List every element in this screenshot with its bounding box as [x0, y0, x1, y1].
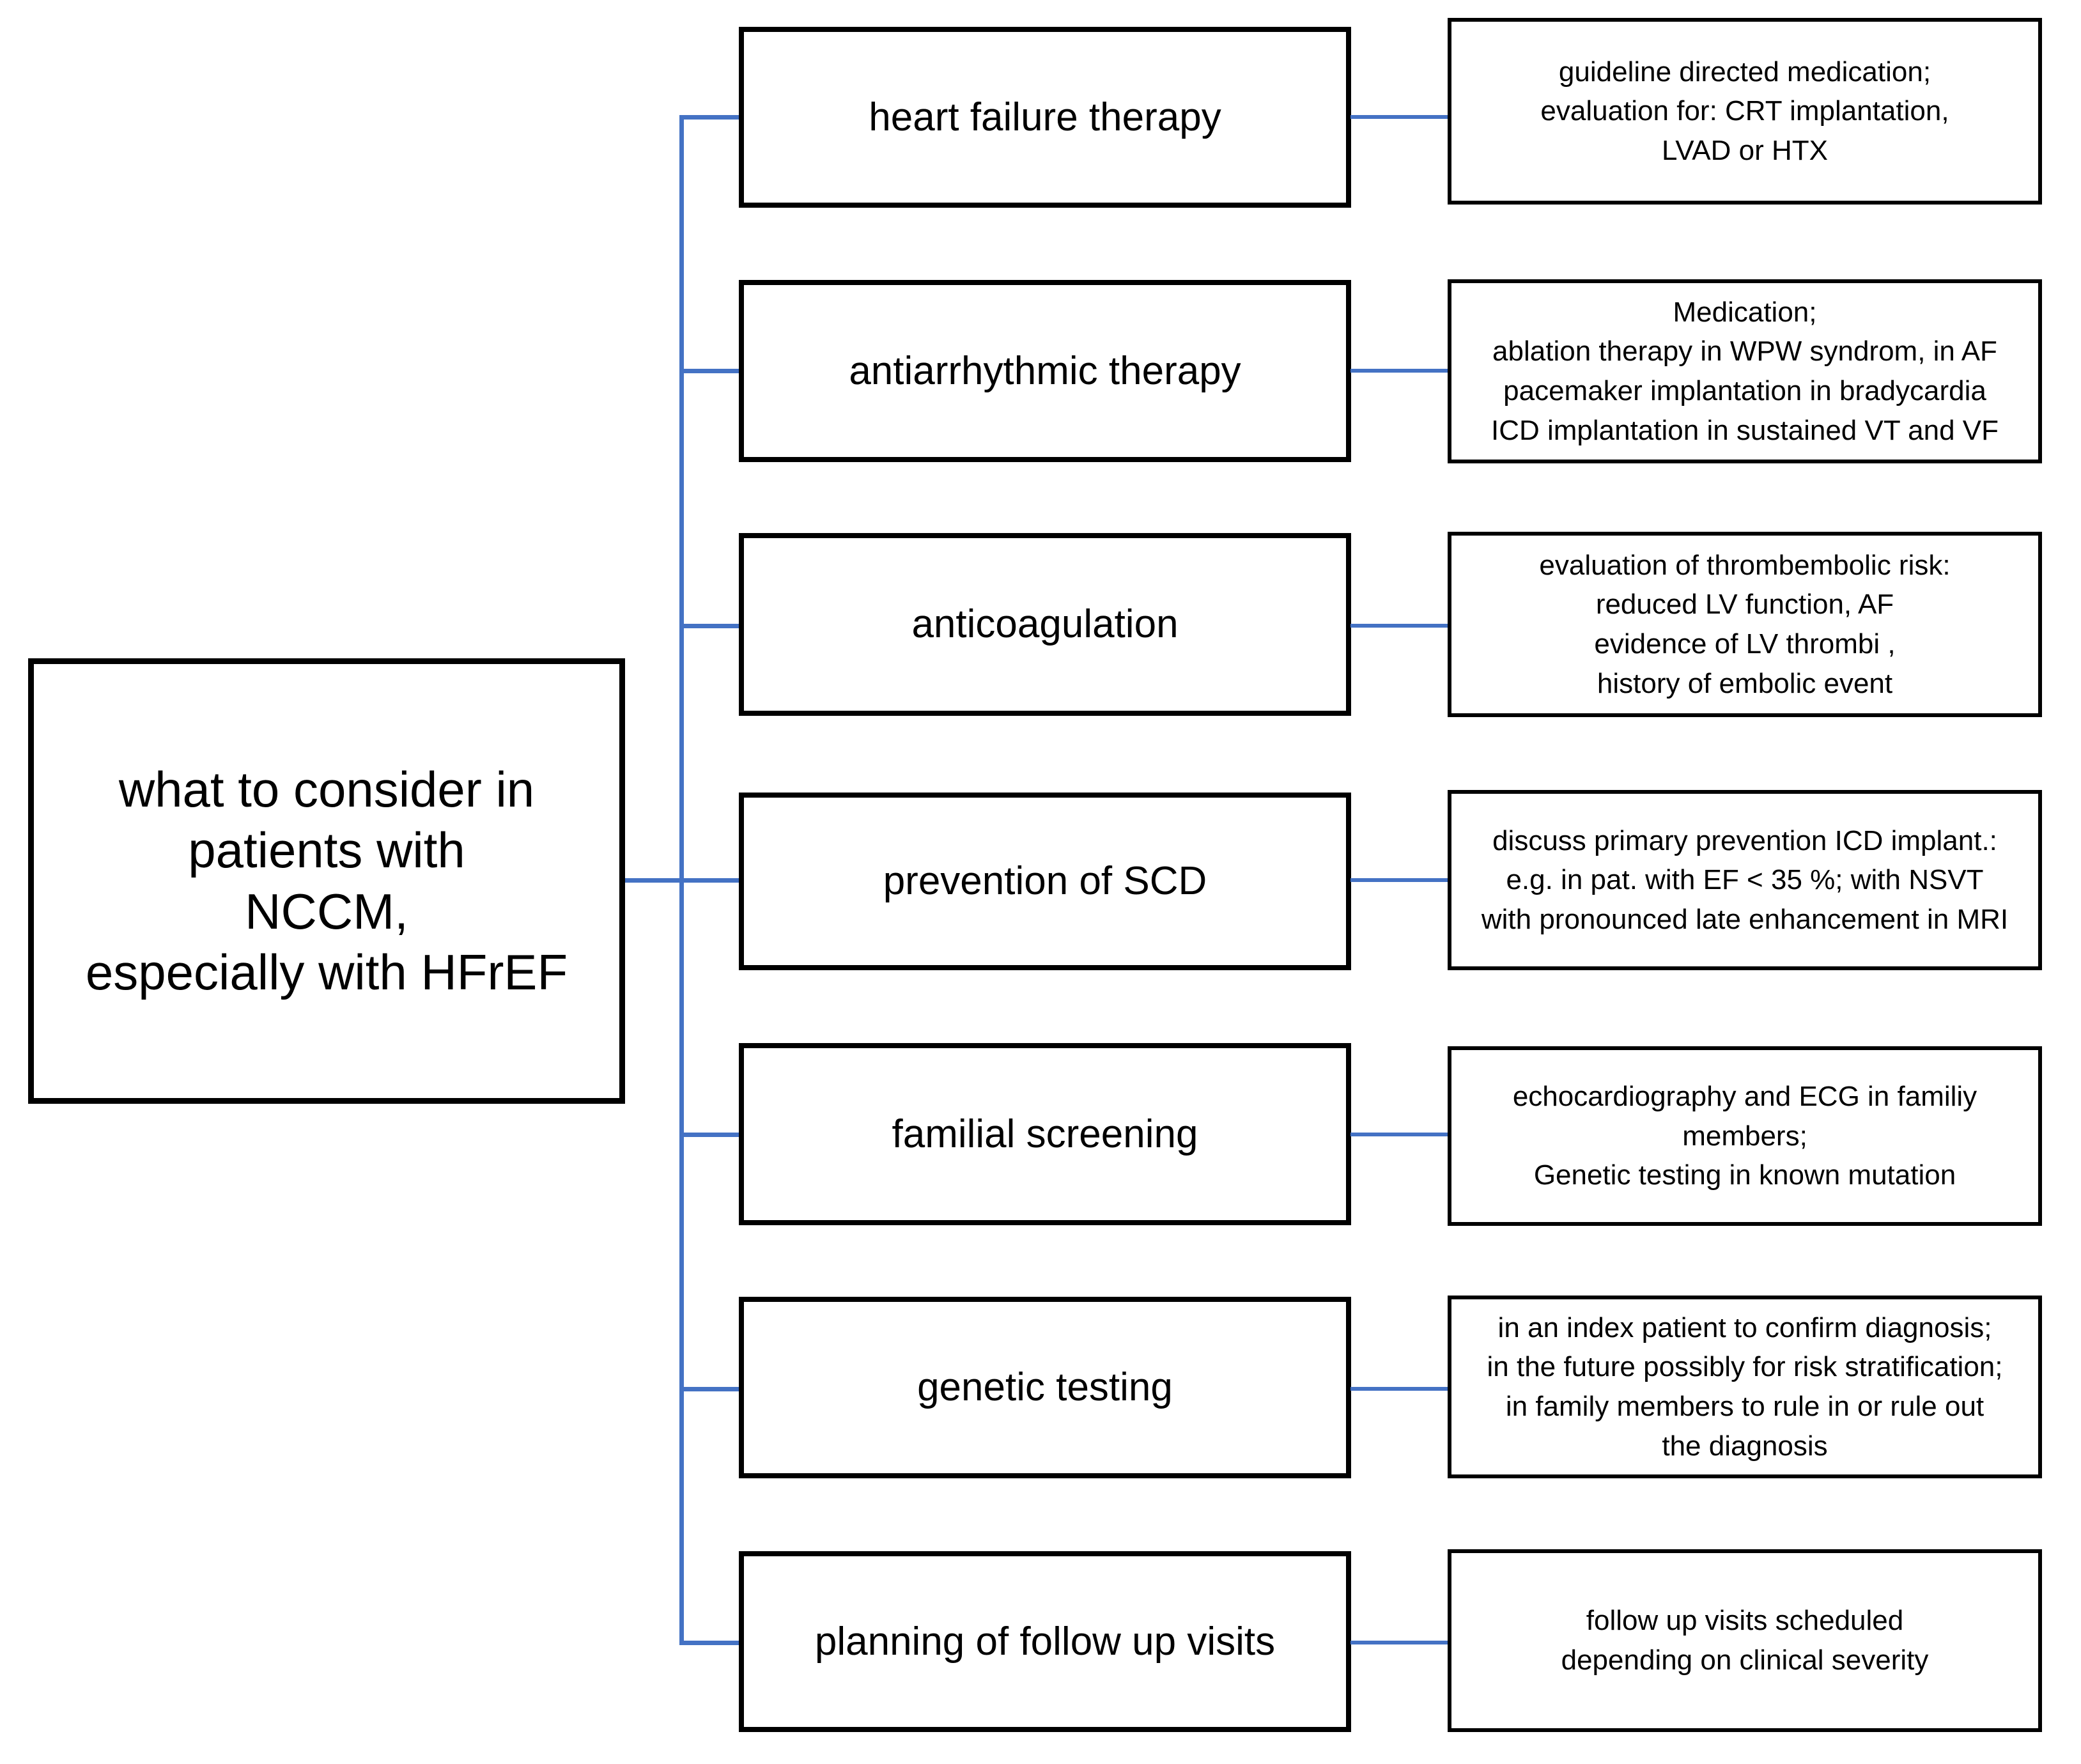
detail-1-line-3: LVAD or HTX [1662, 134, 1828, 166]
root-node-label: what to consider in patients with NCCM, … [77, 759, 576, 1003]
connector-link-5 [1350, 1133, 1450, 1136]
category-label-7: planning of follow up visits [814, 1619, 1276, 1664]
category-box-genetic-testing[interactable]: genetic testing [739, 1297, 1351, 1478]
root-node-box: what to consider in patients with NCCM, … [28, 658, 625, 1104]
connector-branch-2 [679, 369, 741, 373]
category-box-anticoagulation[interactable]: anticoagulation [739, 533, 1351, 716]
detail-text-7: follow up visits scheduled depending on … [1555, 1601, 1935, 1680]
detail-3-line-1: evaluation of thrombembolic risk: [1539, 549, 1951, 581]
connector-link-1 [1350, 115, 1450, 119]
detail-text-6: in an index patient to confirm diagnosis… [1481, 1308, 2009, 1466]
detail-6-line-4: the diagnosis [1662, 1430, 1828, 1462]
connector-link-6 [1350, 1387, 1450, 1391]
detail-6-line-1: in an index patient to confirm diagnosis… [1497, 1311, 1992, 1343]
root-line-1: what to consider in [118, 761, 535, 818]
category-label-4: prevention of SCD [883, 859, 1207, 904]
detail-5-line-1: echocardiography and ECG in familiy [1512, 1081, 1977, 1113]
detail-text-4: discuss primary prevention ICD implant.:… [1475, 821, 2015, 940]
category-label-1: heart failure therapy [869, 95, 1221, 139]
detail-box-genetic-testing[interactable]: in an index patient to confirm diagnosis… [1448, 1296, 2042, 1478]
detail-7-line-1: follow up visits scheduled [1586, 1605, 1904, 1637]
connector-link-7 [1350, 1641, 1450, 1644]
category-label-3: anticoagulation [911, 602, 1179, 647]
connector-branch-3 [679, 624, 741, 628]
detail-3-line-3: evidence of LV thrombi , [1594, 628, 1896, 660]
connector-link-2 [1350, 369, 1450, 373]
detail-box-anticoagulation[interactable]: evaluation of thrombembolic risk: reduce… [1448, 532, 2042, 717]
root-line-3: NCCM, [245, 883, 408, 940]
category-label-2: antiarrhythmic therapy [849, 348, 1241, 393]
connector-link-4 [1350, 878, 1450, 882]
detail-box-antiarrhythmic-therapy[interactable]: Medication; ablation therapy in WPW synd… [1448, 279, 2042, 463]
detail-text-3: evaluation of thrombembolic risk: reduce… [1533, 546, 1956, 703]
detail-4-line-2: e.g. in pat. with EF < 35 %; with NSVT [1506, 864, 1984, 896]
connector-root-to-trunk [625, 878, 684, 883]
category-label-5: familial screening [892, 1111, 1198, 1156]
connector-branch-1 [679, 115, 741, 120]
category-box-planning-of-follow-up-visits[interactable]: planning of follow up visits [739, 1551, 1351, 1732]
detail-3-line-4: history of embolic event [1597, 667, 1893, 699]
root-line-4: especially with HFrEF [85, 943, 568, 1000]
detail-3-line-2: reduced LV function, AF [1595, 589, 1894, 621]
category-box-antiarrhythmic-therapy[interactable]: antiarrhythmic therapy [739, 280, 1351, 462]
connector-link-3 [1350, 624, 1450, 628]
detail-2-line-4: ICD implantation in sustained VT and VF [1490, 414, 1999, 446]
detail-box-planning-of-follow-up-visits[interactable]: follow up visits scheduled depending on … [1448, 1549, 2042, 1732]
detail-5-line-3: Genetic testing in known mutation [1533, 1159, 1956, 1191]
detail-2-line-2: ablation therapy in WPW syndrom, in AF [1492, 336, 1997, 368]
connector-branch-7 [679, 1641, 741, 1645]
root-line-2: patients with [188, 822, 465, 879]
detail-6-line-2: in the future possibly for risk stratifi… [1487, 1351, 2003, 1383]
detail-2-line-3: pacemaker implantation in bradycardia [1503, 375, 1986, 406]
connector-branch-4 [679, 878, 741, 883]
category-box-prevention-of-scd[interactable]: prevention of SCD [739, 793, 1351, 970]
detail-4-line-1: discuss primary prevention ICD implant.: [1492, 824, 1997, 856]
connector-branch-6 [679, 1387, 741, 1391]
category-box-heart-failure-therapy[interactable]: heart failure therapy [739, 27, 1351, 208]
detail-7-line-2: depending on clinical severity [1561, 1644, 1929, 1676]
detail-5-line-2: members; [1682, 1120, 1807, 1152]
detail-box-prevention-of-scd[interactable]: discuss primary prevention ICD implant.:… [1448, 790, 2042, 970]
detail-4-line-3: with pronounced late enhancement in MRI [1481, 903, 2009, 935]
detail-1-line-2: evaluation for: CRT implantation, [1540, 95, 1949, 127]
detail-1-line-1: guideline directed medication; [1558, 56, 1931, 88]
detail-text-1: guideline directed medication; evaluatio… [1534, 52, 1955, 171]
detail-box-heart-failure-therapy[interactable]: guideline directed medication; evaluatio… [1448, 18, 2042, 205]
detail-box-familial-screening[interactable]: echocardiography and ECG in familiy memb… [1448, 1046, 2042, 1226]
detail-2-line-1: Medication; [1673, 296, 1817, 328]
category-label-6: genetic testing [917, 1365, 1173, 1410]
detail-text-2: Medication; ablation therapy in WPW synd… [1485, 293, 2005, 450]
detail-6-line-3: in family members to rule in or rule out [1505, 1391, 1984, 1422]
detail-text-5: echocardiography and ECG in familiy memb… [1506, 1077, 1983, 1195]
connector-branch-5 [679, 1133, 741, 1137]
category-box-familial-screening[interactable]: familial screening [739, 1043, 1351, 1225]
